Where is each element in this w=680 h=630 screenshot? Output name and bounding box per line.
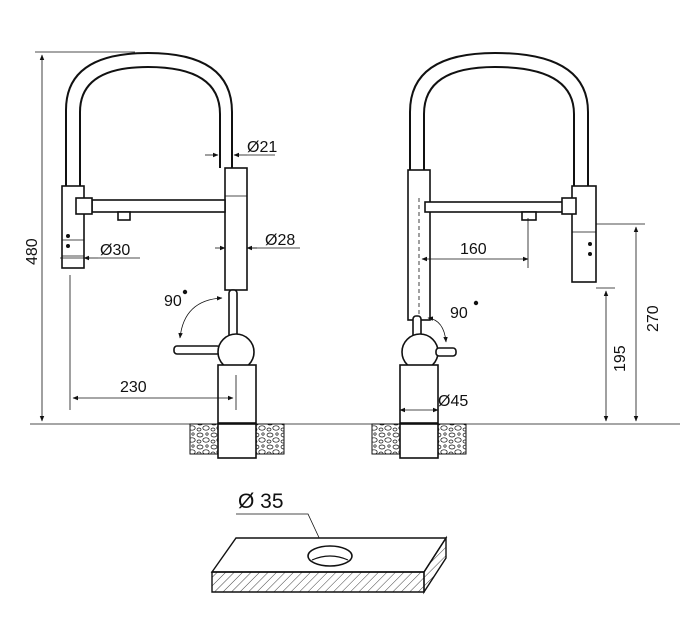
- spray-head-diameter-label: Ø30: [100, 242, 130, 259]
- right-spray-clip: [561, 197, 577, 215]
- left-rotation-label: 90: [164, 293, 182, 310]
- right-rotation-arc: [427, 316, 448, 343]
- left-spray-clip: [75, 197, 93, 215]
- right-base-body: [399, 364, 439, 424]
- left-holder-arm: [91, 199, 226, 213]
- right-rotation-label: 90: [450, 305, 468, 322]
- hole-diameter-label: Ø 35: [238, 490, 284, 513]
- right-holder-arm: [424, 201, 574, 213]
- left-handle-lever: [228, 289, 238, 341]
- right-hose-inner: [423, 65, 575, 188]
- right-faucet-view: 160 270 195 90 Ø45: [371, 51, 662, 459]
- left-base-body: [217, 364, 257, 424]
- left-handle-rotated: [173, 345, 221, 355]
- left-hose-outer: [65, 51, 233, 188]
- countertop-side-face: [423, 535, 447, 595]
- right-hose-outer: [409, 51, 589, 188]
- right-handle-knob: [435, 347, 457, 357]
- left-mounting-shank: [217, 423, 257, 459]
- hose-diameter-label: Ø21: [247, 139, 277, 156]
- spray-head-height-label: 270: [645, 305, 662, 332]
- left-column: [224, 167, 248, 291]
- reach-label: 230: [120, 379, 147, 396]
- left-hose-inner: [79, 65, 221, 188]
- left-rotation-arc: [178, 296, 223, 339]
- left-faucet-view: 480 Ø21 Ø30 Ø28: [24, 51, 680, 459]
- countertop-front-face: [211, 571, 425, 593]
- right-arm-tab: [521, 211, 537, 221]
- right-mounting-shank: [399, 423, 439, 459]
- base-diameter-label: Ø45: [438, 393, 468, 410]
- handle-height-label: 195: [612, 345, 629, 372]
- spout-offset-label: 160: [460, 241, 487, 258]
- overall-height-label: 480: [24, 238, 41, 265]
- countertop-cutout-view: Ø 35: [210, 490, 448, 595]
- left-arm-tab: [117, 211, 131, 221]
- column-diameter-label: Ø28: [265, 232, 295, 249]
